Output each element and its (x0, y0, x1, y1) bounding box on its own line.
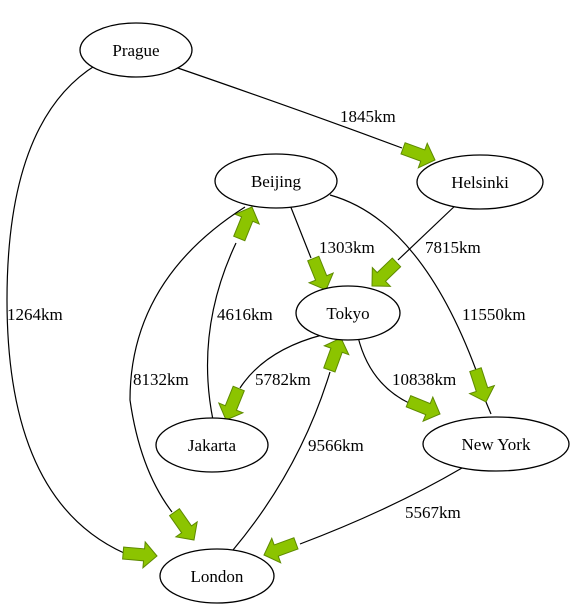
edge-beijing-newyork (329, 194, 496, 415)
node-label: London (191, 567, 244, 586)
arrow-head (168, 508, 198, 541)
node-helsinki: Helsinki (416, 154, 544, 210)
arrow-head (371, 257, 402, 287)
node-label: Jakarta (188, 436, 237, 455)
edge-jakarta-beijing (206, 206, 261, 421)
edge-beijing-london (129, 206, 246, 541)
arrow-head (122, 540, 158, 569)
arrow-head (405, 395, 441, 423)
node-new-york: New York (422, 416, 570, 472)
edge-label-jakarta-beijing: 4616km (217, 305, 273, 324)
node-tokyo: Tokyo (295, 285, 401, 341)
edge-label-tokyo-jakarta: 5782km (255, 370, 311, 389)
node-label: New York (462, 435, 531, 454)
node-label: Prague (112, 41, 159, 60)
node-label: Tokyo (326, 304, 369, 323)
node-prague: Prague (79, 22, 193, 78)
edge-label-prague-london: 1264km (7, 305, 63, 324)
edge-tokyo-jakarta (217, 334, 323, 421)
edge-label-beijing-tokyo: 1303km (319, 238, 375, 257)
edge-label-tokyo-newyork: 10838km (392, 370, 456, 389)
edge-prague-london (6, 64, 158, 569)
node-label: Helsinki (451, 173, 509, 192)
edge-prague-helsinki (171, 65, 436, 169)
arrow-head (468, 367, 496, 403)
arrow-head (217, 385, 245, 421)
edge-beijing-tokyo (289, 204, 335, 291)
arrow-head (323, 337, 350, 373)
edge-helsinki-tokyo (371, 202, 459, 287)
arrow-head (263, 537, 299, 564)
edge-label-beijing-london: 8132km (133, 370, 189, 389)
edge-london-tokyo (232, 337, 350, 551)
node-beijing: Beijing (214, 153, 338, 209)
node-london: London (159, 548, 275, 604)
edge-label-beijing-newyork: 11550km (462, 305, 526, 324)
arrow-head (400, 142, 436, 169)
edge-label-london-tokyo: 9566km (308, 436, 364, 455)
edge-label-prague-helsinki: 1845km (340, 107, 396, 126)
edge-newyork-london (263, 467, 463, 564)
arrow-head (233, 206, 261, 242)
node-jakarta: Jakarta (155, 417, 269, 473)
edge-label-newyork-london: 5567km (405, 503, 461, 522)
node-label: Beijing (251, 172, 302, 191)
arrow-head (307, 255, 335, 291)
edge-tokyo-newyork (357, 336, 441, 423)
edge-label-helsinki-tokyo: 7815km (425, 238, 481, 257)
